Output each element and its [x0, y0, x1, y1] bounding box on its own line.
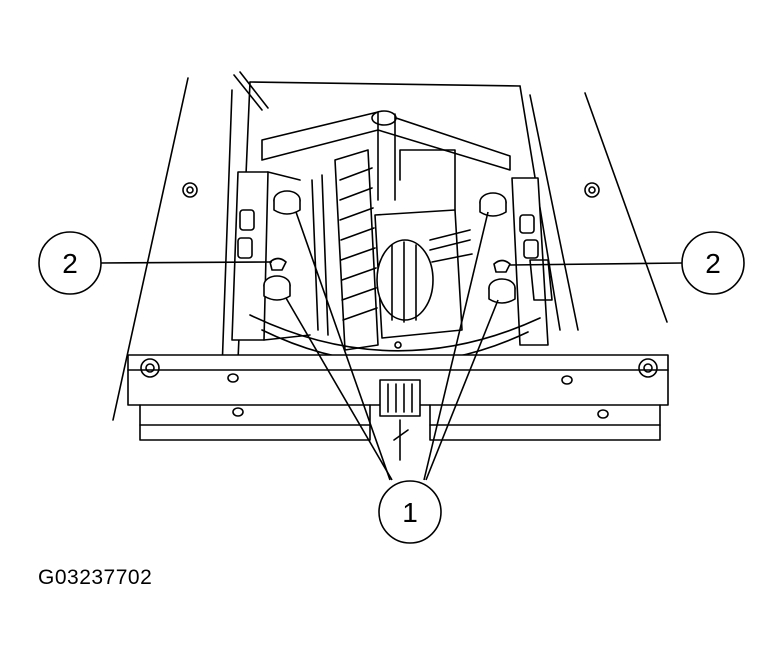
bolt-upper-right	[479, 192, 507, 217]
bolt-lower-right	[488, 259, 516, 304]
callout-2-right: 2	[681, 231, 745, 295]
callout-label: 2	[705, 248, 721, 279]
callout-label: 1	[402, 497, 418, 528]
ring-gear	[311, 149, 379, 351]
top-cross-brace	[261, 110, 511, 201]
bolt-lower-left	[263, 257, 291, 301]
bottom-bracket	[379, 379, 421, 461]
leader-lines	[99, 211, 683, 481]
callout-label: 2	[62, 248, 78, 279]
right-rail	[511, 177, 553, 346]
side-holes	[182, 182, 600, 198]
bolts	[263, 190, 516, 304]
bolt-upper-left	[273, 190, 301, 215]
callout-2-left: 2	[38, 231, 102, 295]
top-rod	[233, 71, 269, 111]
left-rail	[231, 171, 311, 341]
callout-1: 1	[378, 480, 442, 544]
figure-code: G03237702	[38, 566, 153, 589]
differential-center	[374, 149, 473, 339]
